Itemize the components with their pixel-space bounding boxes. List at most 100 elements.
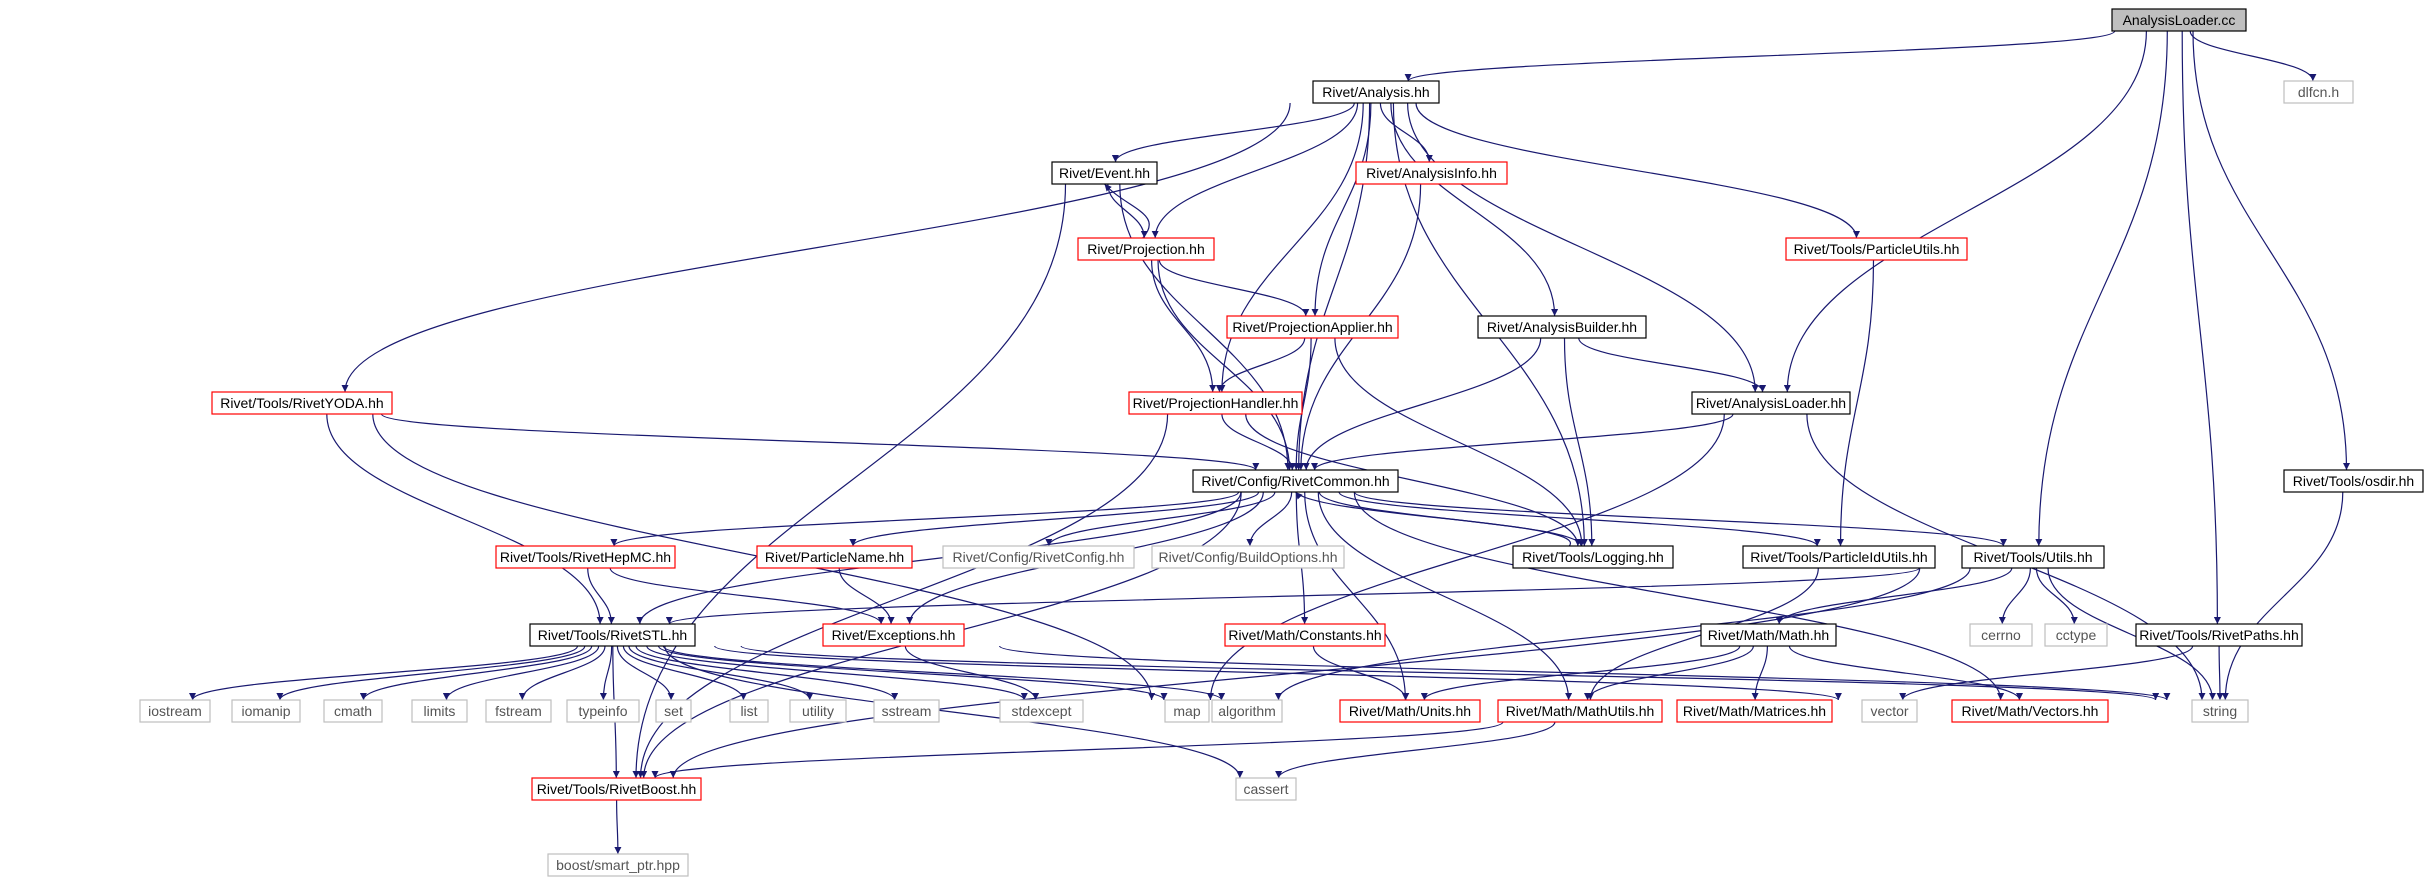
- node-label: Rivet/AnalysisBuilder.hh: [1487, 319, 1637, 335]
- node-mathutils[interactable]: Rivet/Math/MathUtils.hh: [1497, 699, 1663, 723]
- node-osdir[interactable]: Rivet/Tools/osdir.hh: [2283, 469, 2424, 493]
- edge-analysis-to-analysisbuilder: [1390, 102, 1559, 317]
- edge-rivetyoda-to-rivetcommon: [380, 413, 1260, 471]
- edge-event-to-rivetboost: [632, 183, 1067, 779]
- node-box: [1339, 699, 1481, 723]
- node-label: Rivet/Math/Matrices.hh: [1683, 703, 1826, 719]
- edge-rivetstl-to-algorithm: [662, 645, 1225, 701]
- node-cmath: cmath: [323, 699, 383, 723]
- edge-rivetcommon-to-rivetconfig: [1045, 491, 1276, 547]
- edge-rivetcommon-to-particleidutils: [1338, 491, 1821, 547]
- node-vectors[interactable]: Rivet/Math/Vectors.hh: [1951, 699, 2109, 723]
- node-box: [1691, 391, 1851, 415]
- node-logging[interactable]: Rivet/Tools/Logging.hh: [1512, 545, 1674, 569]
- node-box: [231, 699, 301, 723]
- edge-projection-to-projapplier: [1158, 259, 1310, 317]
- edge-particlename-to-exceptions: [838, 567, 895, 625]
- node-math[interactable]: Rivet/Math/Math.hh: [1700, 623, 1837, 647]
- node-box: [566, 699, 640, 723]
- edge-projapplier-to-rivetcommon: [1292, 337, 1312, 471]
- node-matrices[interactable]: Rivet/Math/Matrices.hh: [1676, 699, 1833, 723]
- node-rivetpaths[interactable]: Rivet/Tools/RivetPaths.hh: [2135, 623, 2303, 647]
- node-box: [1477, 315, 1647, 339]
- node-projhandler[interactable]: Rivet/ProjectionHandler.hh: [1128, 391, 1303, 415]
- edge-rivetstl-to-typeinfo: [599, 645, 613, 701]
- node-analysisinfo[interactable]: Rivet/AnalysisInfo.hh: [1355, 161, 1508, 185]
- node-set: set: [655, 699, 692, 723]
- edge-analysisbuilder-to-analysisloaderhh: [1578, 337, 1767, 393]
- node-label: cctype: [2056, 627, 2097, 643]
- node-box: [655, 699, 692, 723]
- edge-rivetstl-to-string: [740, 645, 2159, 701]
- edge-logging-to-rivetcommon: [1295, 491, 1571, 547]
- edge-root-to-rivetpaths: [2181, 30, 2221, 625]
- edge-rivetcommon-to-buildoptions: [1246, 491, 1293, 547]
- node-event[interactable]: Rivet/Event.hh: [1051, 161, 1158, 185]
- node-label: Rivet/AnalysisInfo.hh: [1366, 165, 1497, 181]
- node-box: [1077, 237, 1215, 261]
- node-rivetstl[interactable]: Rivet/Tools/RivetSTL.hh: [529, 623, 696, 647]
- edge-rivetcommon-to-particlename: [849, 491, 1260, 547]
- node-exceptions[interactable]: Rivet/Exceptions.hh: [822, 623, 965, 647]
- edge-osdir-to-string: [2221, 491, 2344, 701]
- edge-projhandler-to-rivetcommon: [1221, 413, 1296, 471]
- edge-rivetstl-to-cassert: [664, 645, 1244, 779]
- node-label: map: [1173, 703, 1200, 719]
- edge-analysis-to-projection: [1151, 102, 1359, 239]
- edge-rivetcommon-to-rivetstl: [636, 491, 1242, 625]
- node-label: Rivet/Tools/ParticleIdUtils.hh: [1750, 549, 1927, 565]
- node-box: [1785, 237, 1968, 261]
- node-projapplier[interactable]: Rivet/ProjectionApplier.hh: [1226, 315, 1399, 339]
- node-box: [1211, 699, 1283, 723]
- node-label: set: [664, 703, 683, 719]
- node-rivetboost[interactable]: Rivet/Tools/RivetBoost.hh: [531, 777, 702, 801]
- node-box: [2135, 623, 2303, 647]
- node-box: [2283, 469, 2424, 493]
- edge-rivetstl-to-iostream: [189, 645, 579, 701]
- node-root[interactable]: AnalysisLoader.cc: [2111, 8, 2247, 32]
- node-particleidutils[interactable]: Rivet/Tools/ParticleIdUtils.hh: [1742, 545, 1936, 569]
- node-vector: vector: [1861, 699, 1918, 723]
- node-rivetcommon[interactable]: Rivet/Config/RivetCommon.hh: [1192, 469, 1399, 493]
- node-particlename[interactable]: Rivet/ParticleName.hh: [756, 545, 913, 569]
- node-label: vector: [1870, 703, 1908, 719]
- node-units[interactable]: Rivet/Math/Units.hh: [1339, 699, 1481, 723]
- edge-rivetcommon-to-mathutils: [1317, 491, 1573, 701]
- node-box: [1497, 699, 1663, 723]
- edge-math-to-matrices: [1751, 645, 1768, 701]
- edge-rivetpaths-to-string: [2216, 645, 2224, 701]
- edge-rivetstl-to-set: [616, 645, 675, 701]
- node-box: [1742, 545, 1936, 569]
- node-label: Rivet/Tools/RivetHepMC.hh: [500, 549, 671, 565]
- node-box: [1051, 161, 1158, 185]
- node-rivetyoda[interactable]: Rivet/Tools/RivetYODA.hh: [211, 391, 393, 415]
- edge-analysis-to-rivetyoda: [341, 102, 1291, 393]
- edge-mathutils-to-cassert: [1275, 721, 1556, 779]
- node-label: stdexcept: [1012, 703, 1072, 719]
- edge-analysis-to-analysisinfo: [1379, 102, 1433, 163]
- node-projection[interactable]: Rivet/Projection.hh: [1077, 237, 1215, 261]
- edge-rivetstl-to-map: [657, 645, 1168, 701]
- node-label: cassert: [1243, 781, 1288, 797]
- node-particleutils[interactable]: Rivet/Tools/ParticleUtils.hh: [1785, 237, 1968, 261]
- edge-rivetcommon-to-utils: [1353, 491, 2007, 547]
- node-utils[interactable]: Rivet/Tools/Utils.hh: [1961, 545, 2105, 569]
- edge-projhandler-to-logging: [1245, 413, 1582, 547]
- node-analysisbuilder[interactable]: Rivet/AnalysisBuilder.hh: [1477, 315, 1647, 339]
- node-analysisloaderhh[interactable]: Rivet/AnalysisLoader.hh: [1691, 391, 1851, 415]
- edge-particleutils-to-particleidutils: [1837, 259, 1875, 547]
- node-box: [1969, 623, 2033, 647]
- node-constants[interactable]: Rivet/Math/Constants.hh: [1224, 623, 1386, 647]
- node-label: Rivet/Config/BuildOptions.hh: [1159, 549, 1338, 565]
- node-box: [495, 545, 676, 569]
- edge-rivetcommon-to-rivethepmc: [610, 491, 1240, 547]
- node-rivethepmc[interactable]: Rivet/Tools/RivetHepMC.hh: [495, 545, 676, 569]
- node-string: string: [2191, 699, 2249, 723]
- node-analysis[interactable]: Rivet/Analysis.hh: [1312, 80, 1440, 104]
- edge-analysisloaderhh-to-rivetcommon: [1311, 413, 1734, 471]
- node-box: [323, 699, 383, 723]
- node-limits: limits: [411, 699, 468, 723]
- node-label: Rivet/Tools/ParticleUtils.hh: [1794, 241, 1960, 257]
- node-box: [1676, 699, 1833, 723]
